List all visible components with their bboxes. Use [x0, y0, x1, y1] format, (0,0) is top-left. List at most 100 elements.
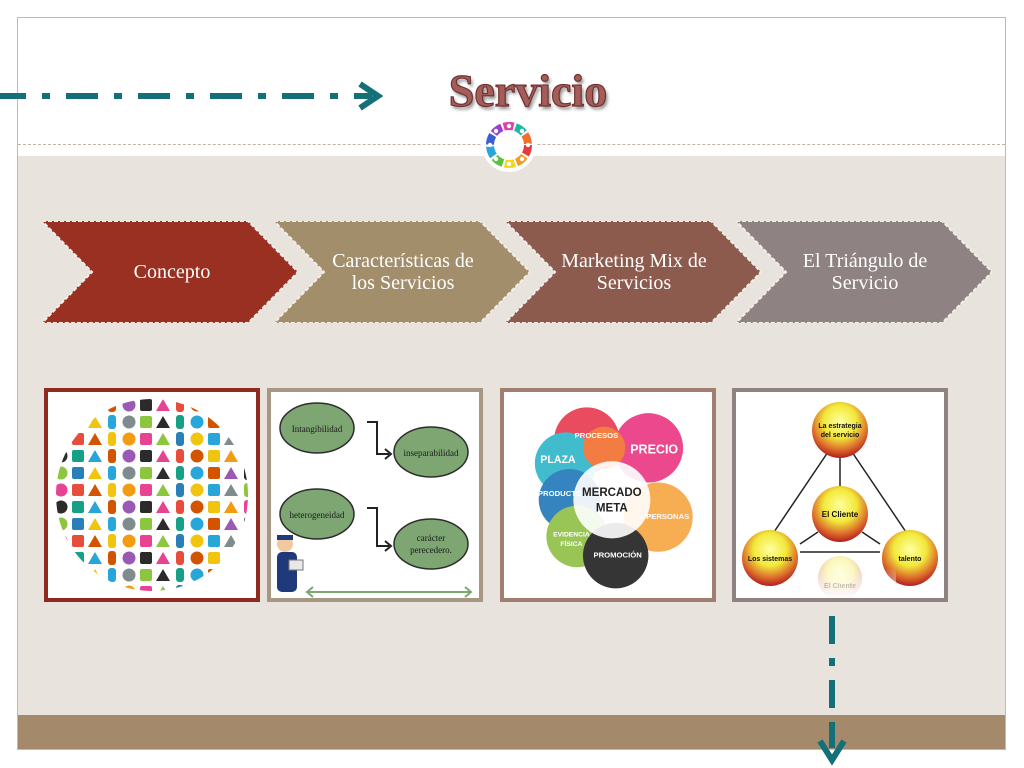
collage-tile: [224, 450, 238, 462]
chevron-shape: [39, 220, 300, 324]
collage-tile: [108, 449, 116, 463]
collage-tile: [56, 449, 68, 463]
collage-tile: [108, 551, 116, 565]
collage-tile: [224, 399, 238, 411]
collage-tile: [88, 467, 102, 479]
collage-tile: [108, 585, 116, 591]
chevron-shape: [271, 220, 532, 324]
collage-tile: [56, 432, 68, 446]
step-triangulo[interactable]: El Triángulo de Servicio: [733, 220, 994, 324]
collage-tile: [156, 433, 170, 445]
collage-tile: [122, 517, 136, 531]
collage-tile: [72, 552, 84, 564]
collage-tile: [122, 415, 136, 429]
collage-tile: [56, 517, 68, 531]
collage-tile: [208, 467, 220, 479]
char-item-0: Intangibilidad: [292, 424, 343, 434]
icon-collage-graphic: [56, 399, 248, 591]
collage-tile: [156, 399, 170, 411]
collage-tile: [88, 552, 102, 564]
collage-tile: [88, 399, 102, 411]
collage-tile: [56, 483, 68, 497]
collage-tile: [72, 467, 84, 479]
collage-tile: [140, 552, 152, 564]
triangle-left: Los sistemas: [748, 556, 792, 563]
collage-tile: [224, 416, 238, 428]
char-item-2: heterogeneidad: [290, 510, 345, 520]
collage-tile: [140, 399, 152, 411]
footer-bar: [18, 715, 1005, 749]
collage-tile: [176, 399, 184, 412]
step-concepto[interactable]: Concepto: [39, 220, 300, 324]
collage-tile: [108, 466, 116, 480]
collage-tile: [122, 432, 136, 446]
collage-tile: [108, 534, 116, 548]
collage-tile: [56, 585, 68, 591]
collage-tile: [244, 449, 248, 463]
collage-tile: [208, 518, 220, 530]
collage-tile: [156, 569, 170, 581]
collage-tile: [140, 569, 152, 581]
collage-tile: [176, 483, 184, 497]
step-caracteristicas[interactable]: Características de los Servicios: [271, 220, 532, 324]
triangle-center: El Cliente: [822, 510, 859, 519]
collage-tile: [122, 466, 136, 480]
collage-tile: [140, 484, 152, 496]
triangle-reflection: El Cliente: [824, 583, 856, 590]
collage-tile: [56, 466, 68, 480]
collage-tile: [122, 551, 136, 565]
collage-tile: [122, 585, 136, 591]
collage-tile: [208, 399, 220, 411]
mix-seg-promocion: PROMOCIÓN: [593, 551, 642, 560]
mix-center-line1: MERCADO: [582, 487, 642, 499]
chevron-shape: [502, 220, 763, 324]
collage-tile: [224, 484, 238, 496]
collage-tile: [190, 585, 204, 591]
collage-tile: [190, 534, 204, 548]
mix-seg-producto: PRODUCTO: [538, 489, 582, 498]
collage-tile: [176, 585, 184, 591]
collage-tile: [224, 467, 238, 479]
collage-tile: [108, 517, 116, 531]
collage-tile: [72, 586, 84, 591]
collage-tile: [108, 500, 116, 514]
triangle-right: talento: [899, 556, 922, 563]
collage-tile: [88, 535, 102, 547]
collage-tile: [244, 517, 248, 531]
collage-tile: [56, 415, 68, 429]
collage-tile: [190, 415, 204, 429]
collage-tile: [140, 518, 152, 530]
collage-tile: [122, 568, 136, 582]
collage-tile: [244, 585, 248, 591]
collage-tile: [190, 568, 204, 582]
slide-title: Servicio: [448, 64, 608, 116]
collage-tile: [72, 501, 84, 513]
mix-seg-procesos: PROCESOS: [575, 431, 619, 440]
collage-tile: [122, 449, 136, 463]
collage-tile: [56, 500, 68, 514]
step-marketing-mix[interactable]: Marketing Mix de Servicios: [502, 220, 763, 324]
collage-tile: [88, 416, 102, 428]
collage-tile: [176, 551, 184, 565]
collage-tile: [56, 568, 68, 582]
collage-tile: [176, 466, 184, 480]
collage-tile: [244, 483, 248, 497]
collage-tile: [122, 534, 136, 548]
collage-tile: [244, 432, 248, 446]
char-item-1: inseparabilidad: [404, 448, 459, 458]
collage-tile: [190, 483, 204, 497]
mix-center-line2: META: [596, 502, 629, 514]
collage-tile: [208, 586, 220, 591]
mix-seg-plaza: PLAZA: [540, 454, 576, 466]
collage-tile: [176, 415, 184, 429]
collage-tile: [156, 535, 170, 547]
collage-tile: [140, 433, 152, 445]
collage-tile: [244, 534, 248, 548]
collage-tile: [244, 568, 248, 582]
collage-tile: [156, 467, 170, 479]
collage-tile: [108, 483, 116, 497]
